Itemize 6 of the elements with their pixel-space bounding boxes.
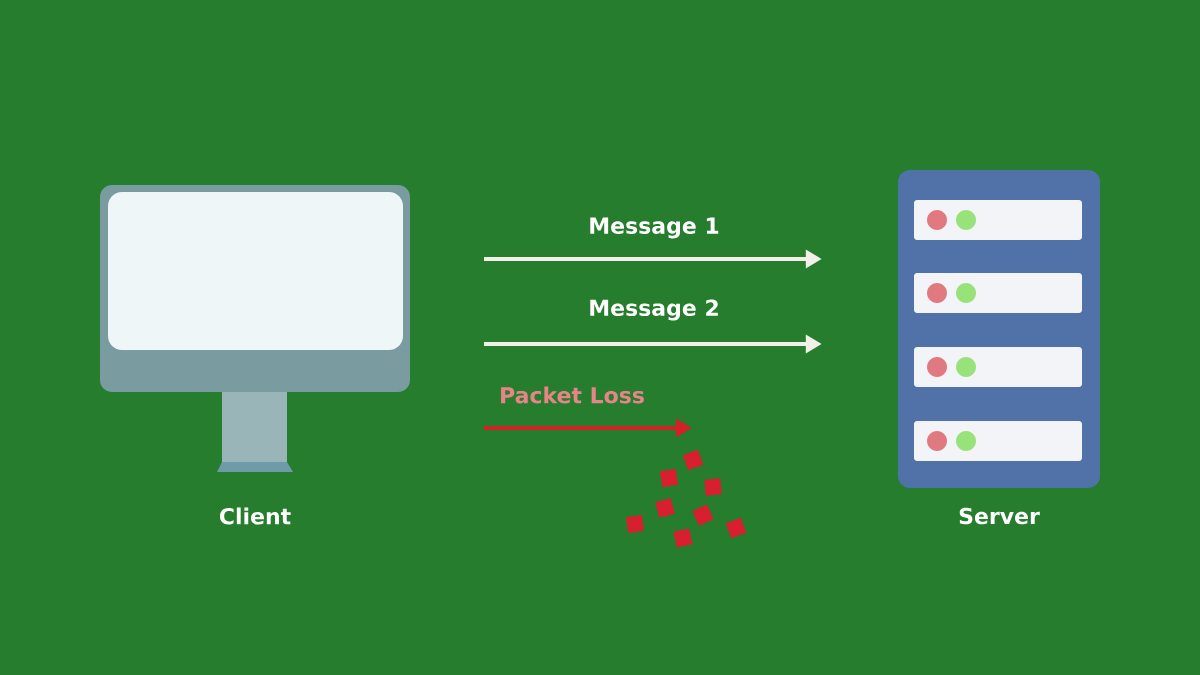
node-label: Server xyxy=(959,507,1040,525)
edge-label: Message 1 xyxy=(586,215,722,241)
lost-packets-drawing xyxy=(625,449,747,548)
node-label: Client xyxy=(219,507,291,525)
edge-label: Packet Loss xyxy=(497,384,647,406)
edge-label: Message 2 xyxy=(586,297,722,323)
